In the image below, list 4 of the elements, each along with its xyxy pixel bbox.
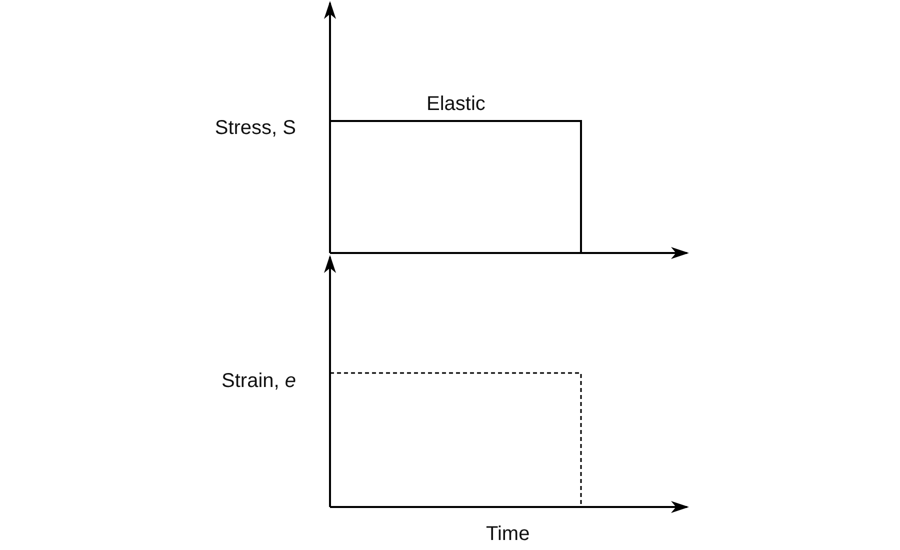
axis-label: Strain, e (222, 369, 296, 393)
curve-label: Elastic (426, 92, 486, 116)
axis-label: Time (486, 522, 530, 546)
axis-label: Stress, S (214, 116, 296, 140)
